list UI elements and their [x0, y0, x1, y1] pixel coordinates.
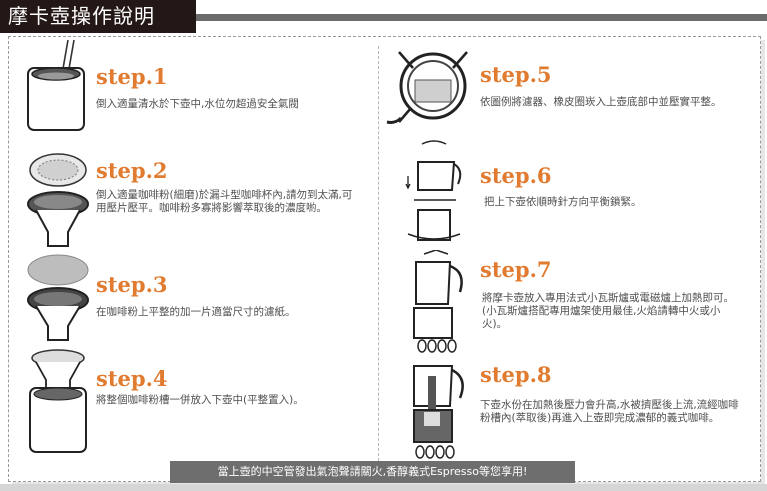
step-7-text: 將摩卡壺放入專用法式小瓦斯爐或電磁爐上加熱即可。(小瓦斯爐搭配專用爐架使用最佳,…	[482, 292, 734, 330]
coffee-basket-illustration	[27, 153, 89, 247]
pot-on-burner-illustration	[413, 250, 463, 353]
screw-together-illustration	[405, 140, 462, 241]
step-2-text: 倒入適量咖啡粉(細磨)於漏斗型咖啡杯內,請勿到太滿,可用壓片壓平。咖啡粉多寡將影…	[96, 189, 353, 214]
page-title: 摩卡壺操作說明	[0, 0, 196, 33]
step-3-text: 在咖啡粉上平整的加一片適當尺寸的濾紙。	[96, 306, 296, 318]
step-1-text: 倒入適量清水於下壺中,水位勿超過安全氣閥	[96, 98, 299, 110]
step-5-text: 依圖例將濾器、橡皮圈崁入上壺底部中並壓實平整。	[480, 96, 722, 108]
title-rule	[196, 14, 767, 21]
step-8-text: 下壺水份在加熱後壓力會升高,水被擠壓後上流,流經咖啡粉槽內(萃取後)再進入上壺即…	[480, 399, 739, 424]
gasket-filter-illustration	[386, 51, 468, 124]
step-8-label: step.8	[480, 362, 552, 387]
brewing-cutaway-illustration	[413, 365, 464, 459]
step-5-label: step.5	[480, 62, 552, 87]
step-2-label: step.2	[96, 158, 168, 183]
footer-note: 當上壺的中空管發出氣泡聲請關火,香醇義式Espresso等您享用!	[170, 461, 575, 483]
water-chamber-illustration	[27, 39, 85, 131]
step-6-text: 把上下壺依順時針方向平衡鎖緊。	[484, 196, 642, 208]
assembled-lower-chamber-illustration	[29, 349, 87, 453]
paper-filter-illustration	[27, 254, 89, 341]
step-3-label: step.3	[96, 272, 168, 297]
column-divider	[378, 46, 379, 466]
step-1-label: step.1	[96, 64, 168, 89]
step-7-label: step.7	[480, 257, 552, 282]
step-4-text: 將整個咖啡粉槽一併放入下壺中(平整置入)。	[96, 394, 304, 406]
step-4-label: step.4	[96, 366, 168, 391]
step-6-label: step.6	[480, 163, 552, 188]
bottom-rule	[0, 484, 767, 491]
